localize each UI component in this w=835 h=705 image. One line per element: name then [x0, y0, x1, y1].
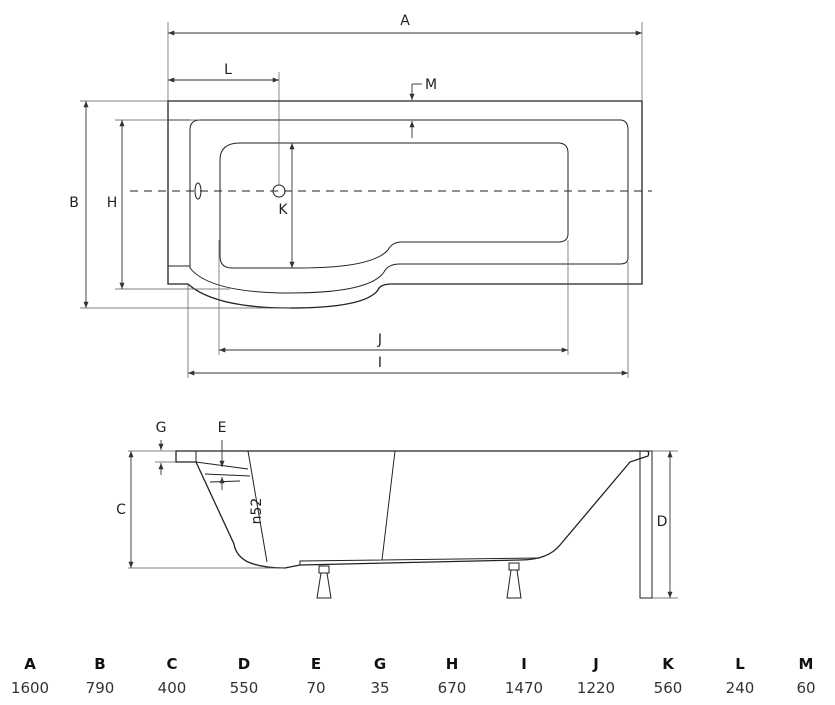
spec-key: A: [24, 655, 36, 673]
spec-key: L: [735, 655, 745, 673]
spec-key: H: [445, 655, 459, 673]
spec-col-d: D 550: [214, 653, 274, 701]
spec-col-g: G 35: [350, 653, 410, 701]
spec-col-e: E 70: [286, 653, 346, 701]
spec-col-k: K 560: [638, 653, 698, 701]
spec-col-l: L 240: [710, 653, 770, 701]
label-l: L: [224, 62, 232, 78]
label-j: J: [377, 332, 382, 348]
side-view: C D G E n52: [116, 420, 678, 599]
left-foot: [316, 565, 332, 599]
spec-col-b: B 790: [70, 653, 130, 701]
spec-value: 550: [229, 679, 259, 697]
spec-value: 1470: [504, 679, 544, 697]
label-n52: n52: [249, 498, 265, 525]
end-panel: [639, 450, 653, 599]
spec-col-m: M 60: [776, 653, 835, 701]
spec-key: C: [166, 655, 178, 673]
spec-col-h: H 670: [422, 653, 482, 701]
spec-col-c: C 400: [142, 653, 202, 701]
spec-col-a: A 1600: [0, 653, 60, 701]
spec-value: 70: [306, 679, 326, 697]
spec-col-j: J 1220: [566, 653, 626, 701]
tub-inner-rim: [189, 119, 629, 294]
spec-value: 400: [157, 679, 187, 697]
label-k: K: [278, 202, 288, 218]
spec-key: B: [94, 655, 106, 673]
spec-key: E: [310, 655, 322, 673]
spec-key: I: [521, 655, 527, 673]
spec-value: 560: [653, 679, 683, 697]
spec-value: 790: [85, 679, 115, 697]
spec-key: M: [798, 655, 814, 673]
label-c: C: [116, 502, 126, 518]
label-m: M: [425, 77, 437, 93]
bathtub-technical-drawing: A L M B H K J I: [69, 13, 678, 599]
label-h: H: [107, 195, 118, 211]
tub-basin: [219, 142, 569, 269]
spec-key: J: [593, 655, 599, 673]
right-foot: [506, 562, 522, 599]
spec-key: G: [373, 655, 387, 673]
spec-value: 1600: [10, 679, 50, 697]
label-g: G: [156, 420, 167, 436]
spec-value: 670: [437, 679, 467, 697]
label-e: E: [218, 420, 227, 436]
spec-value: 60: [796, 679, 816, 697]
label-d: D: [657, 514, 668, 530]
spec-key: D: [237, 655, 251, 673]
spec-value: 240: [725, 679, 755, 697]
spec-value: 1220: [576, 679, 616, 697]
top-view: A L M B H K J I: [69, 13, 652, 378]
tub-outer-rim: [167, 100, 643, 309]
spec-col-i: I 1470: [494, 653, 554, 701]
label-b: B: [69, 195, 79, 211]
label-a: A: [400, 13, 410, 29]
label-i: I: [378, 355, 382, 371]
spec-key: K: [662, 655, 674, 673]
spec-value: 35: [370, 679, 390, 697]
